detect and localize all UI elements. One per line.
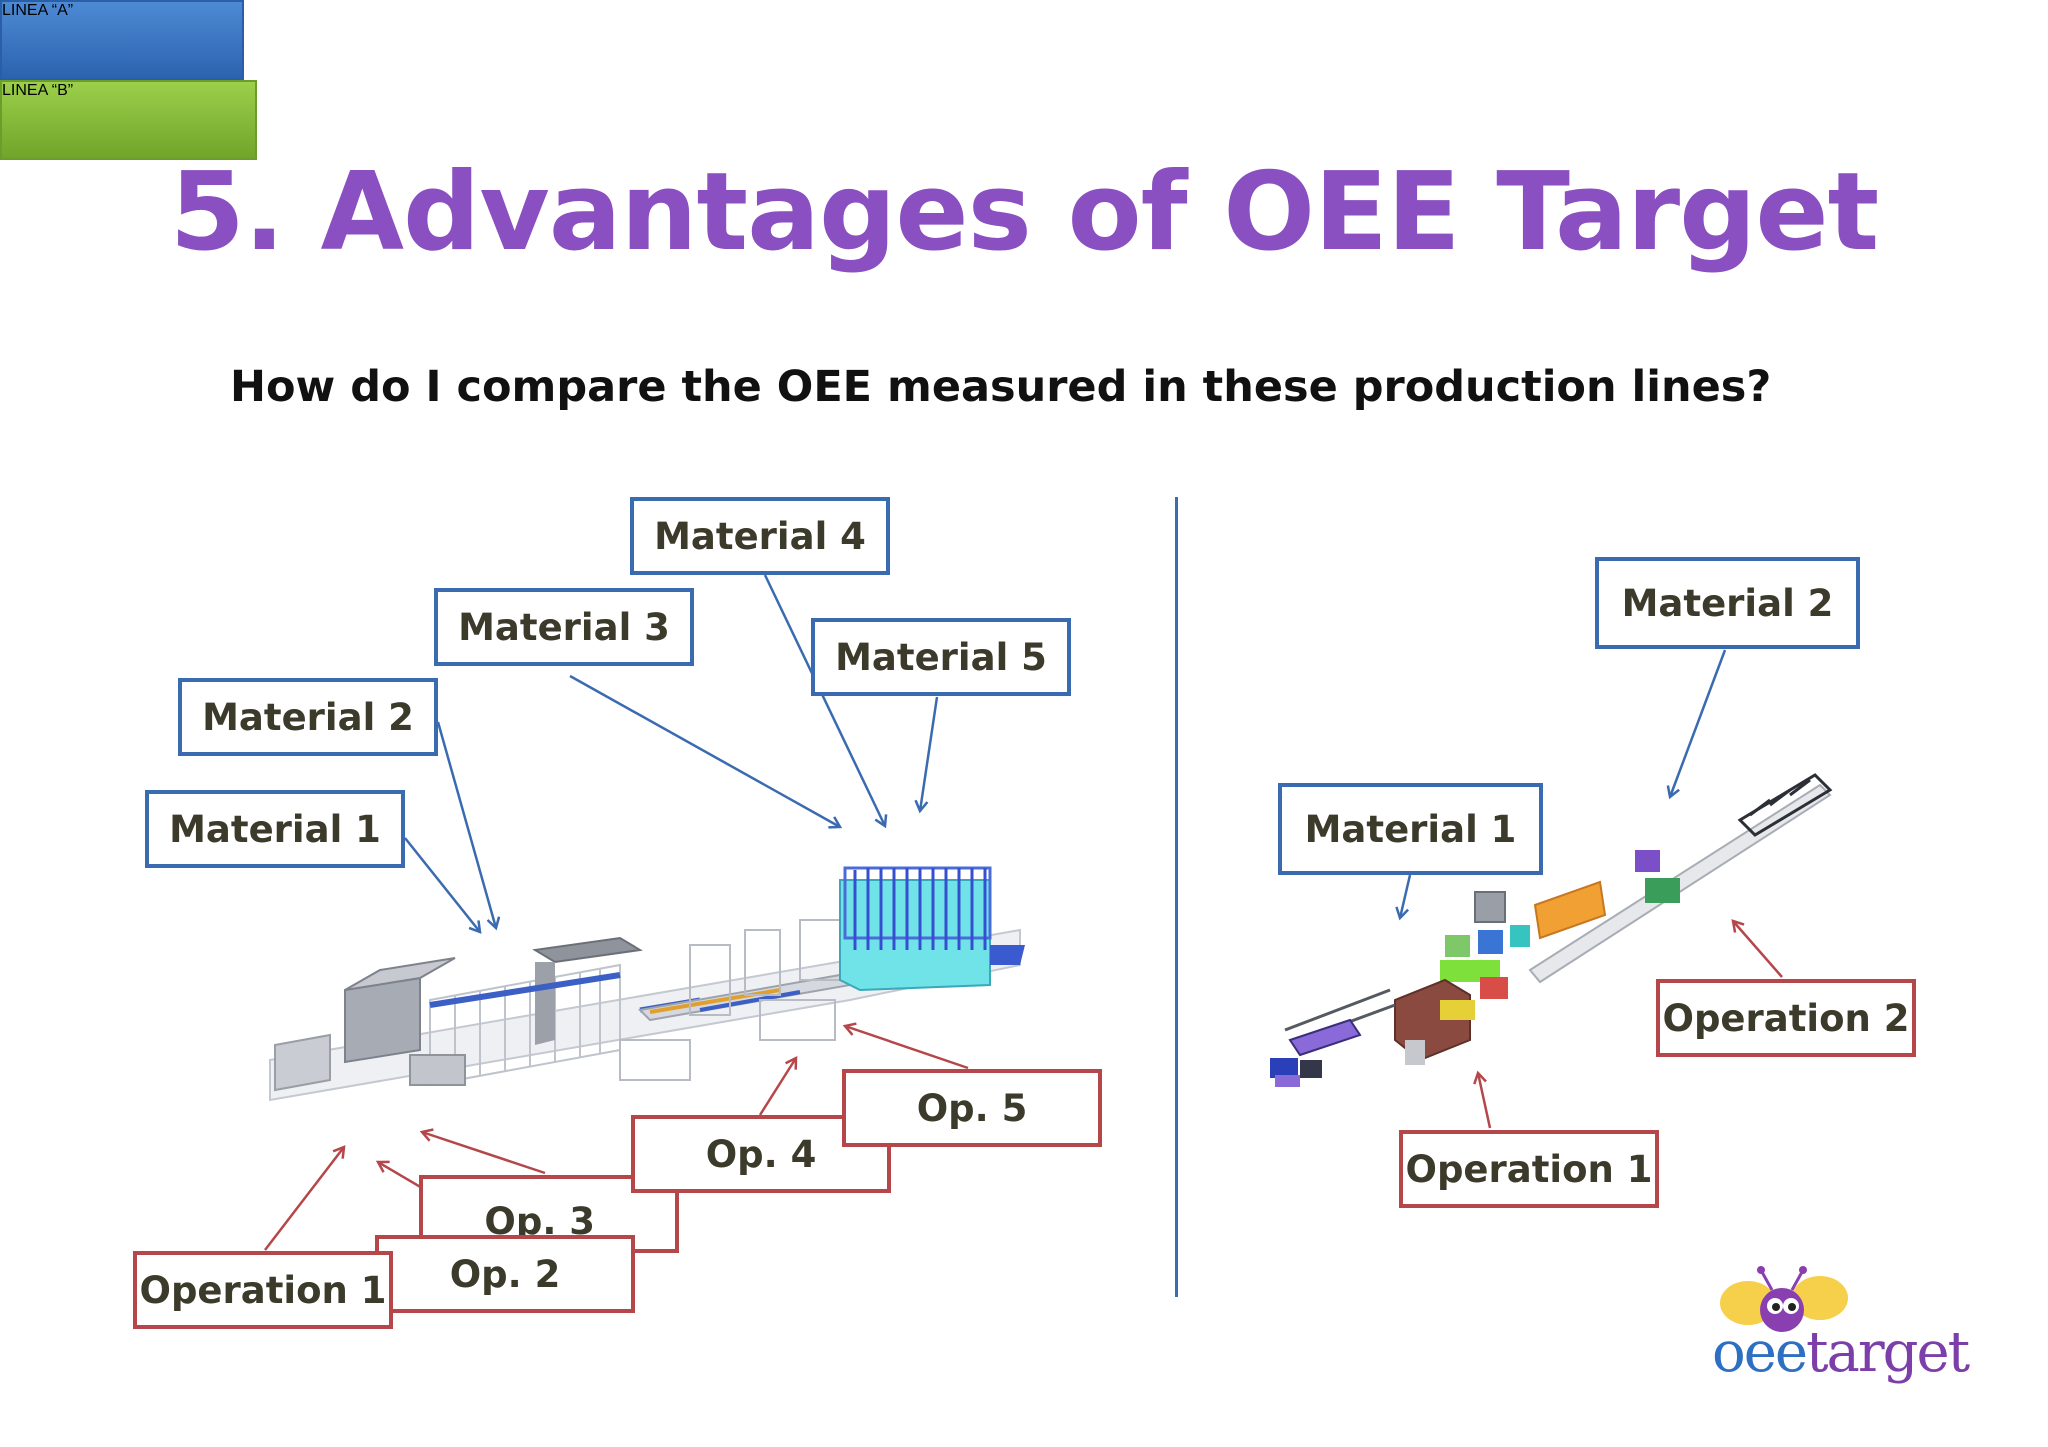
line-b-operation-arrows <box>1478 921 1783 1129</box>
line-b-operation-1: Operation 1 <box>1399 1130 1659 1208</box>
slide-subtitle: How do I compare the OEE measured in the… <box>230 362 1772 412</box>
line-a-material-3: Material 3 <box>434 588 694 666</box>
line-a-material-arrows <box>404 574 939 932</box>
line-b-machinery <box>1270 773 1833 1087</box>
slide-title: 5. Advantages of OEE Target <box>169 150 1880 275</box>
line-b-material-1: Material 1 <box>1278 783 1543 875</box>
line-a-material-2: Material 2 <box>178 678 438 756</box>
line-a-operation-4: Op. 4 <box>631 1115 891 1193</box>
line-b-material-2: Material 2 <box>1595 557 1860 649</box>
linea-b-label: LINEA “B” <box>0 80 257 160</box>
divider-line <box>1175 497 1178 1297</box>
line-a-operation-1: Operation 1 <box>133 1251 393 1329</box>
bee-logo-icon <box>1720 1266 1848 1332</box>
line-a-material-1: Material 1 <box>145 790 405 868</box>
line-a-material-4: Material 4 <box>630 497 890 575</box>
line-a-material-5: Material 5 <box>811 618 1071 696</box>
logo-text-oee: oee <box>1712 1320 1808 1385</box>
oee-target-logo: oeetarget <box>1712 1320 1970 1385</box>
linea-a-label: LINEA “A” <box>0 0 244 80</box>
logo-text-target: target <box>1806 1320 1970 1385</box>
line-a-operation-5: Op. 5 <box>842 1069 1102 1147</box>
line-b-operation-2: Operation 2 <box>1656 979 1916 1057</box>
line-a-operation-2: Op. 2 <box>375 1235 635 1313</box>
line-a-machinery <box>269 866 1025 1102</box>
line-b-material-arrows <box>1400 649 1727 918</box>
